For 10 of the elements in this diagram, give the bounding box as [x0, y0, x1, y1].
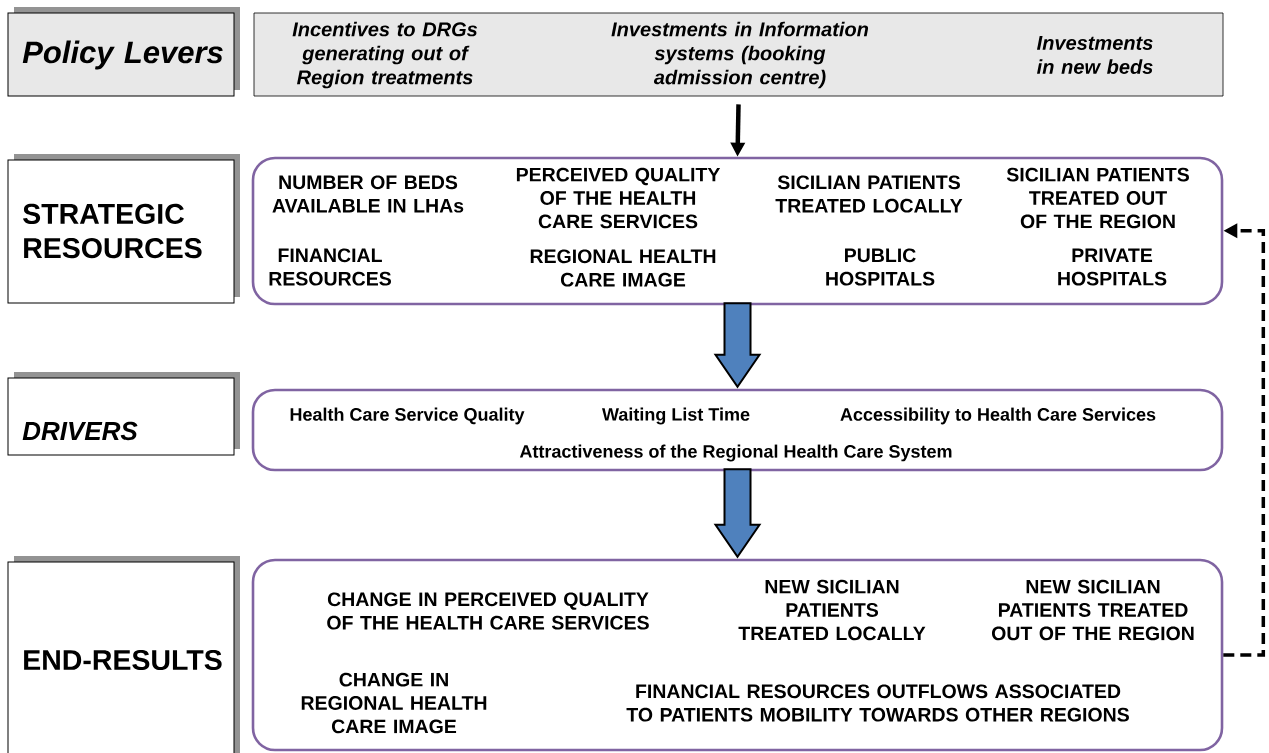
policy-box: Incentives to DRGs generating out of Region treatments Investments in Information systems (booking admission centre) Investments in new beds	[253, 12, 1224, 97]
tier-label-box: Policy Levers	[7, 7, 240, 97]
block-arrow	[713, 302, 762, 389]
block-arrow	[713, 468, 762, 559]
tier-label-box: STRATEGIC RESOURCES	[7, 154, 240, 304]
tier-label-box: DRIVERS	[7, 372, 240, 456]
tier-box: CHANGE IN PERCEIVED QUALITY OF THE HEALTH CARE SERVICES NEW SICILIAN PATIENTS TREATED LOCALLY NEW SICILIAN PATIENTS TREATED OUT OF THE REGION CHANGE IN REGIONAL HEALTH CARE IMAGE FINANCIAL RESOURCES OUTFLOWS ASSOCIATED TO PATIENTS MOBILITY TOWARDS OTHER REGIONS	[251, 558, 1224, 752]
tier-label-box: END-RESULTS	[7, 556, 240, 753]
tier-box: Health Care Service Quality Waiting List Time Accessibility to Health Care Services Attractiveness of the Regional Health Care System	[251, 388, 1224, 472]
tier-box: NUMBER OF BEDS AVAILABLE IN LHAs PERCEIVED QUALITY OF THE HEALTH CARE SERVICES SICILIAN PATIENTS TREATED LOCALLY SICILIAN PATIENTS TREATED OUT OF THE REGION FINANCIAL RESOURCES REGIONAL HEALTH CARE IMAGE PUBLIC HOSPITALS PRIVATE HOSPITALS	[251, 156, 1224, 306]
